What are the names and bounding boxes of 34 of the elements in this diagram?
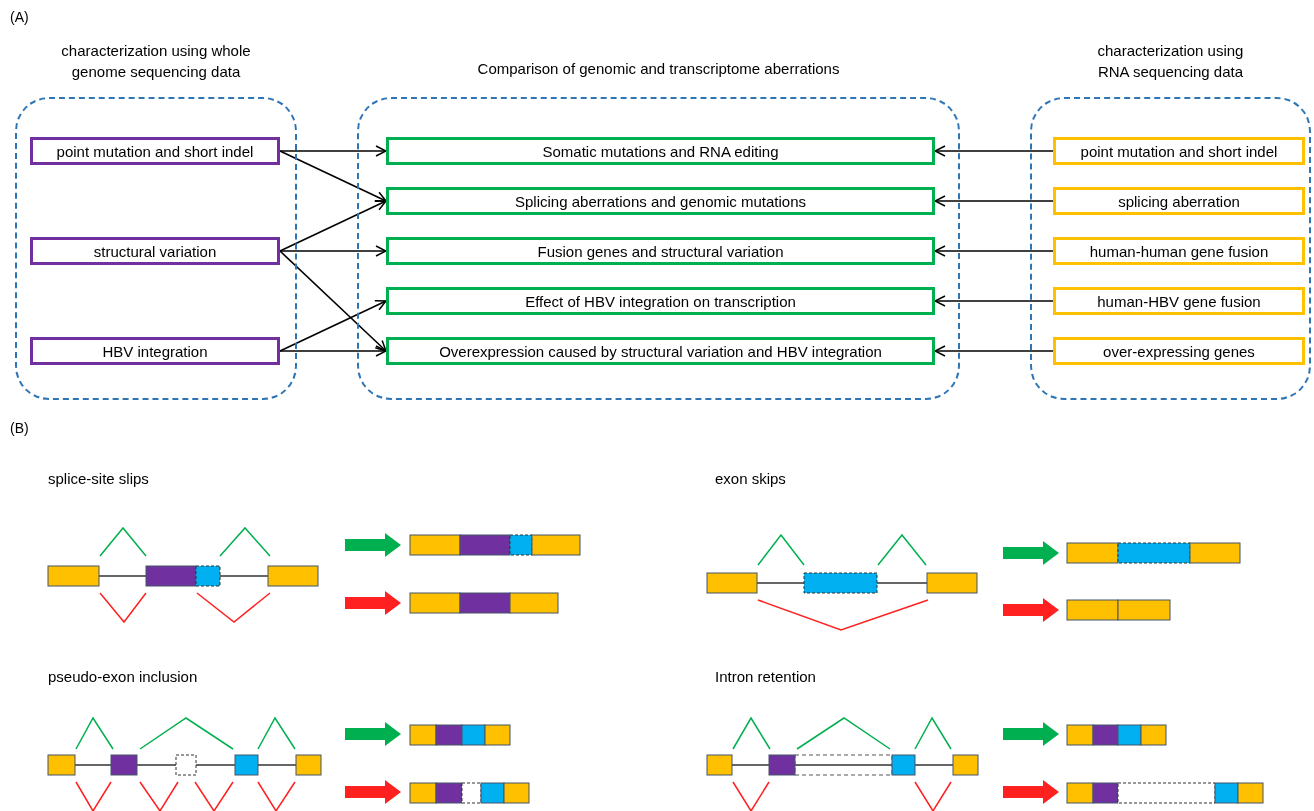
category-box: Splicing aberrations and genomic mutations <box>386 187 935 215</box>
arrow <box>934 295 1054 307</box>
category-box: structural variation <box>30 237 280 265</box>
arrow <box>279 300 387 352</box>
panel-letter: (B) <box>10 420 29 436</box>
category-box: human-HBV gene fusion <box>1053 287 1305 315</box>
group-heading: characterization using RNA sequencing data <box>1096 41 1245 82</box>
category-box: Somatic mutations and RNA editing <box>386 137 935 165</box>
category-box: Fusion genes and structural variation <box>386 237 935 265</box>
panel-title: Intron retention <box>715 668 816 685</box>
category-box: over-expressing genes <box>1053 337 1305 365</box>
arrow <box>279 200 387 252</box>
arrow <box>279 145 387 157</box>
category-box: HBV integration <box>30 337 280 365</box>
arrow <box>934 345 1054 357</box>
arrow <box>279 245 387 257</box>
panel-title: pseudo-exon inclusion <box>48 668 198 685</box>
category-box: point mutation and short indel <box>1053 137 1305 165</box>
group-heading: characterization using whole genome sequencing data <box>60 41 252 82</box>
category-box: Effect of HBV integration on transcription <box>386 287 935 315</box>
arrow <box>934 245 1054 257</box>
category-box: Overexpression caused by structural variation and HBV integration <box>386 337 935 365</box>
arrow <box>279 150 387 202</box>
arrow <box>934 145 1054 157</box>
panel-title: splice-site slips <box>48 470 149 487</box>
arrow <box>279 345 387 357</box>
category-box: splicing aberration <box>1053 187 1305 215</box>
panel-letter: (A) <box>10 9 29 25</box>
arrow <box>279 250 387 352</box>
arrow <box>934 195 1054 207</box>
group-heading: Comparison of genomic and transcriptome aberrations <box>476 59 841 79</box>
panel-title: exon skips <box>715 470 786 487</box>
category-box: human-human gene fusion <box>1053 237 1305 265</box>
category-box: point mutation and short indel <box>30 137 280 165</box>
